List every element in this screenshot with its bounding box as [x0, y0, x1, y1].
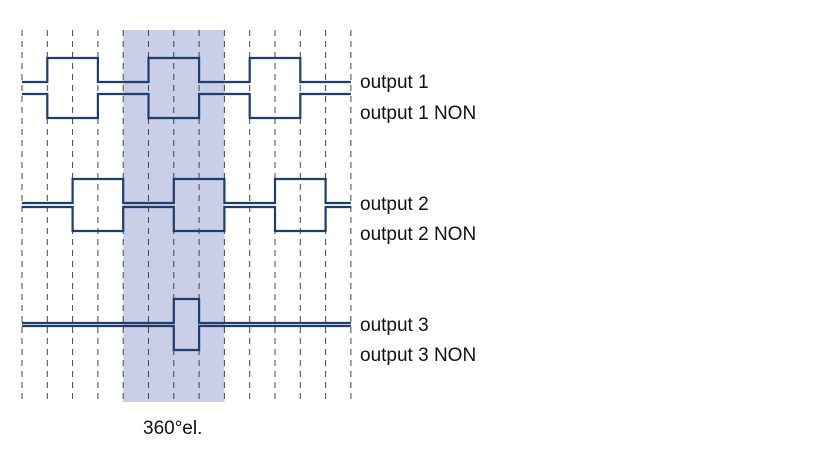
caption-360-el: 360°el. [143, 418, 202, 439]
waveform-output-2-non [22, 205, 351, 233]
waveform-output-3-non [22, 324, 351, 352]
waveform-output-3 [22, 297, 351, 325]
label-output-1: output 1 [360, 72, 429, 93]
waveform-output-1 [22, 56, 351, 84]
waveform-output-2 [22, 177, 351, 205]
label-output-1-non: output 1 NON [360, 103, 476, 124]
waveform-output-1-non [22, 92, 351, 120]
label-output-3: output 3 [360, 315, 429, 336]
label-output-3-non: output 3 NON [360, 345, 476, 366]
waveforms [22, 56, 351, 352]
label-output-2-non: output 2 NON [360, 224, 476, 245]
label-output-2: output 2 [360, 194, 429, 215]
